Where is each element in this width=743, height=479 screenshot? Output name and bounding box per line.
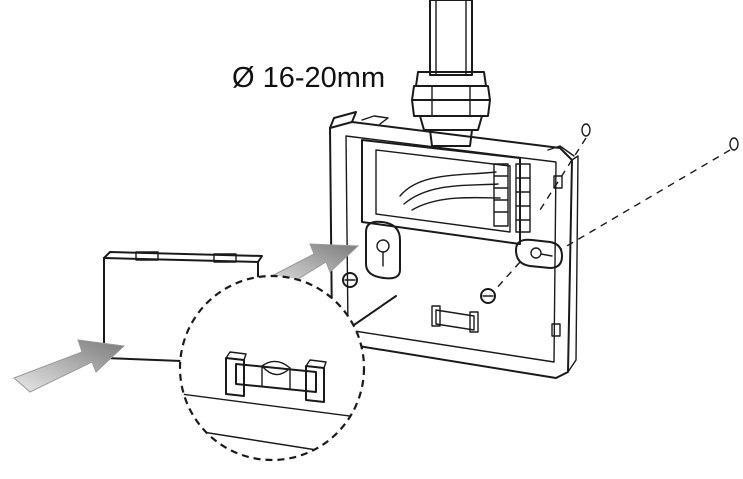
magnified-spirit-level xyxy=(178,274,366,462)
wall-hole-top xyxy=(581,123,591,137)
cable-diameter-label: Ø 16-20mm xyxy=(232,62,386,94)
cable-conduit xyxy=(429,0,473,76)
screw-left xyxy=(342,272,358,288)
cable-gland xyxy=(411,71,491,147)
insert-arrow-left xyxy=(13,339,126,393)
back-plate xyxy=(329,111,579,379)
wall-hole-right xyxy=(729,137,739,151)
guide-line-right xyxy=(559,149,731,251)
guide-line-screw xyxy=(494,261,521,291)
guide-line-top xyxy=(539,137,587,211)
screw-right xyxy=(480,288,496,304)
